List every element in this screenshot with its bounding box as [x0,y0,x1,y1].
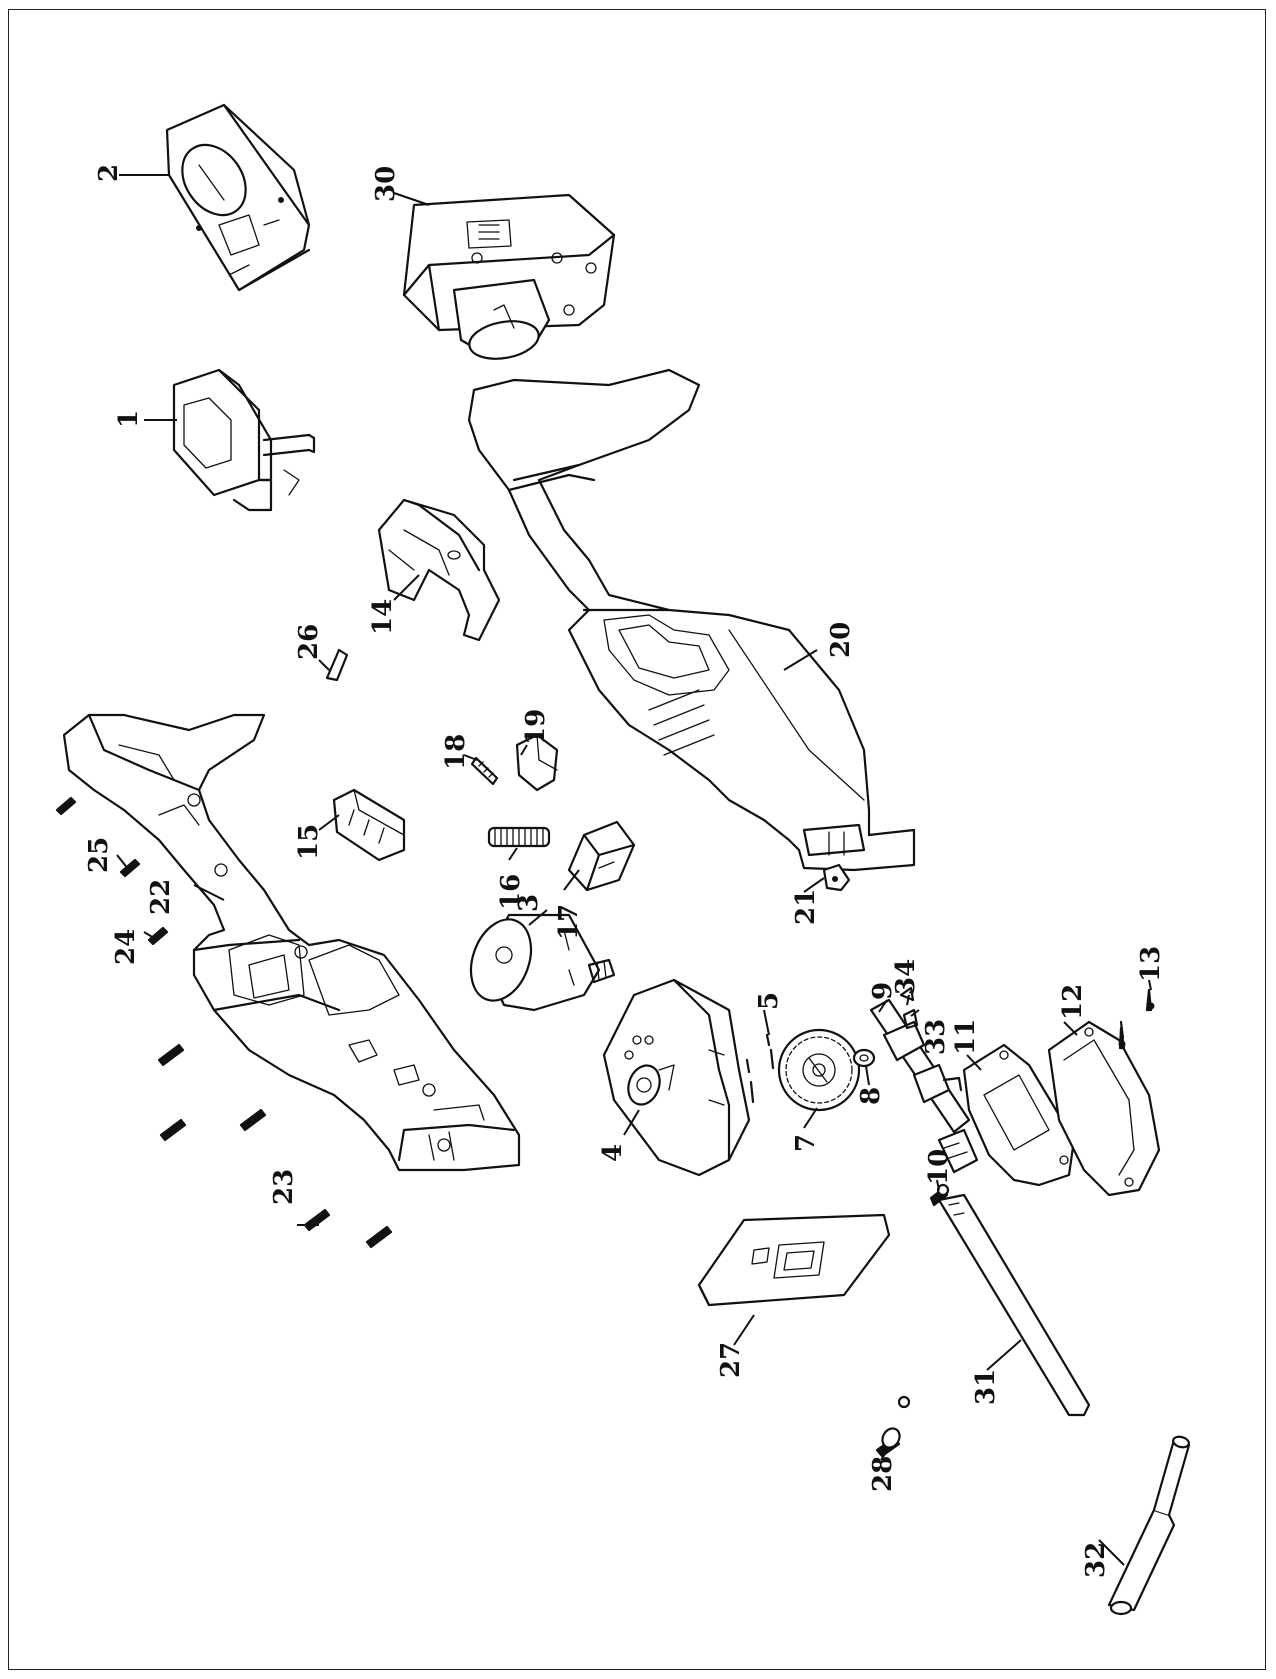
diagram-frame: 1 2 30 14 26 20 22 23 24 25 15 18 19 16 … [8,9,1266,1670]
part-26-clip [325,648,349,682]
part-1-charger-plug [172,368,316,512]
exploded-view-drawing: 1 2 30 14 26 20 22 23 24 25 15 18 19 16 … [55,103,1191,1616]
part-31-saw-blade [937,1193,1091,1417]
label-part-26: 26 [294,624,324,660]
label-part-11: 11 [951,1019,981,1055]
label-part-33: 33 [921,1019,951,1055]
screws-top-left [55,796,169,946]
part-labels: 1 2 30 14 26 20 22 23 24 25 15 18 19 16 … [84,164,1166,1578]
part-15-switch [332,788,406,862]
label-part-2: 2 [94,164,124,182]
part-8-bearing [852,1048,876,1068]
leader-lines [116,174,1152,1566]
label-part-21: 21 [791,889,821,925]
part-32-hex-key [1107,1435,1191,1616]
label-part-34: 34 [891,959,921,995]
part-27-sole-plate [697,1213,891,1307]
part-19-lock-button [515,733,559,792]
part-12-cover-plate [1047,1020,1161,1197]
part-9-plunger [869,998,979,1174]
part-30-battery-pack [402,193,616,360]
part-20-right-housing [467,368,916,872]
label-part-1: 1 [114,410,144,428]
label-part-14: 14 [368,599,398,635]
part-16-spring [487,826,551,848]
label-part-8: 8 [856,1087,886,1105]
label-part-22: 22 [146,879,176,915]
part-3-motor [469,913,616,1012]
label-part-15: 15 [294,824,324,860]
label-part-5: 5 [754,992,784,1010]
label-part-32: 32 [1081,1542,1111,1578]
label-part-9: 9 [868,982,898,1000]
label-part-24: 24 [111,929,141,965]
label-part-18: 18 [441,734,471,770]
part-21-block [822,863,851,892]
part-10-screw [929,1183,950,1207]
part-22-left-housing [62,713,521,1172]
label-part-28: 28 [868,1456,898,1492]
label-part-19: 19 [521,709,551,745]
part-4-gearbox-housing [602,978,751,1177]
label-part-31: 31 [971,1369,1001,1405]
label-part-10: 10 [924,1149,954,1185]
label-part-4: 4 [598,1144,628,1162]
part-28-screw [875,1395,911,1458]
label-part-23: 23 [269,1169,299,1205]
label-part-17: 17 [554,904,584,940]
part-18-pin [470,756,499,786]
label-part-27: 27 [716,1342,746,1378]
part-11-gasket [962,1043,1076,1187]
part-5-pins [745,1033,775,1104]
label-part-30: 30 [371,166,401,202]
label-part-20: 20 [826,622,856,658]
label-part-13: 13 [1136,946,1166,982]
part-14-trigger-cover [377,498,501,642]
part-33-34-small-parts [899,986,919,1030]
label-part-3: 3 [514,894,544,912]
label-part-25: 25 [84,837,114,873]
part-13-screws [1118,988,1155,1050]
label-part-7: 7 [791,1134,821,1152]
part-17-bracket [567,820,636,892]
label-part-12: 12 [1058,984,1088,1020]
part-2-charger-base [165,103,311,292]
label-part-16: 16 [496,874,526,910]
part-7-gear [777,1028,861,1112]
